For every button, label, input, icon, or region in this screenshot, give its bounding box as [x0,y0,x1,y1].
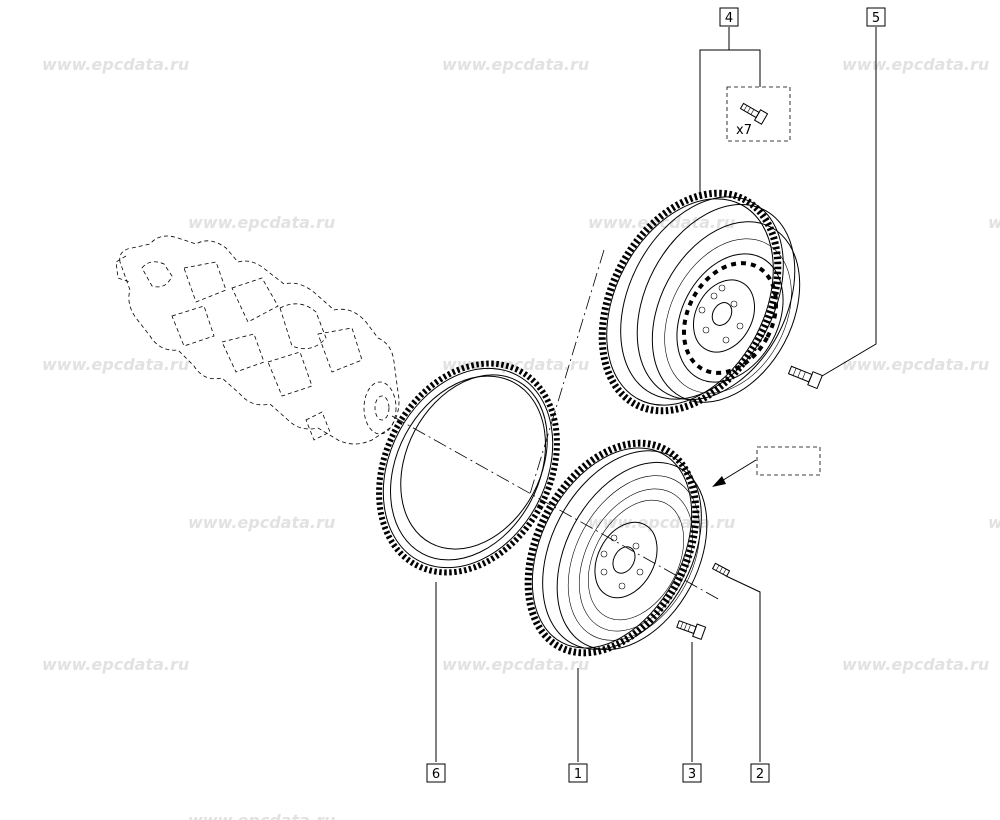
watermark: www.epcdata.ru [442,55,589,74]
watermark: www.epcdata.ru [42,55,189,74]
watermark: www.epcdata.ru [188,513,335,532]
callout-5: 5 [866,7,886,27]
watermark: www.epcdata.ru [988,513,1000,532]
bolt-icon [739,102,769,125]
watermark: www.epcdata.ru [588,513,735,532]
dowel-pin [711,562,731,577]
bolt-5 [787,365,823,390]
callout-2: 2 [750,763,770,783]
callout-2-label: 2 [756,767,764,782]
callout-4: 4 [719,7,739,27]
arrow-head-icon [712,476,726,487]
callout-1-label: 1 [574,767,582,782]
crankshaft-outline [115,235,400,445]
watermark: www.epcdata.ru [988,213,1000,232]
watermark: www.epcdata.ru [188,811,335,820]
callout-3-label: 3 [688,767,696,782]
reference-box [712,446,821,487]
watermark: www.epcdata.ru [442,655,589,674]
watermark: www.epcdata.ru [588,213,735,232]
watermark: www.epcdata.ru [42,355,189,374]
starter-ring-gear [376,360,560,576]
watermark: www.epcdata.ru [842,655,989,674]
assembly-axis-line [391,415,721,601]
callout-6: 6 [426,763,446,783]
assembly-axis-line-upper [529,249,605,495]
watermark: www.epcdata.ru [188,213,335,232]
bolt-3 [676,620,707,640]
watermark-layer: www.epcdata.ru www.epcdata.ru www.epcdat… [42,55,1000,820]
callout-3: 3 [682,763,702,783]
bolt-kit-quantity: x7 [736,123,752,138]
watermark: www.epcdata.ru [842,55,989,74]
callout-4-label: 4 [725,11,733,26]
callout-5-label: 5 [872,11,880,26]
flywheel [524,439,708,657]
bolt-kit-box: x7 [726,86,791,142]
dual-mass-flywheel [598,189,801,415]
callout-6-label: 6 [432,767,440,782]
watermark: www.epcdata.ru [42,655,189,674]
watermark: www.epcdata.ru [842,355,989,374]
callout-1: 1 [568,763,588,783]
leader-lines [435,27,877,762]
